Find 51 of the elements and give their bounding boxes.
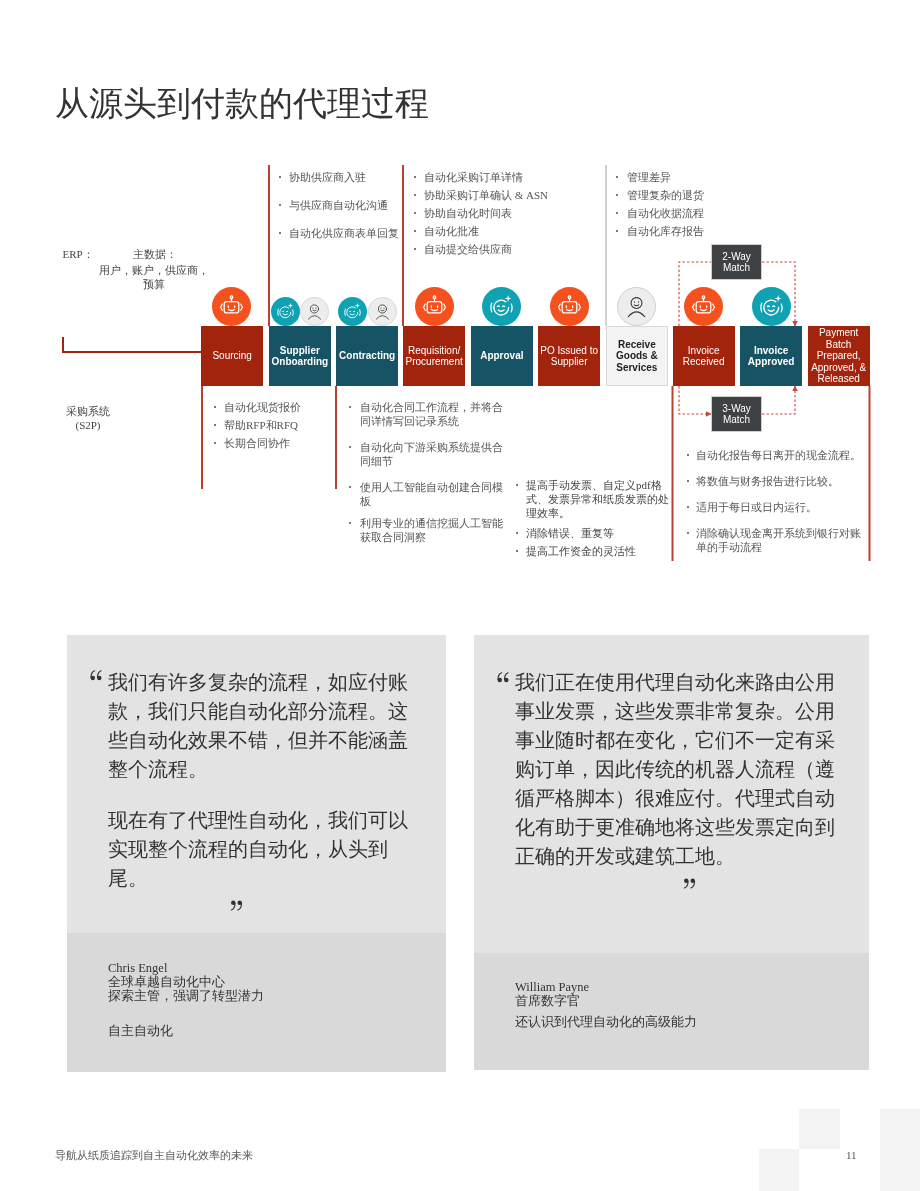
step-label: Requisition/ Procurement [405, 344, 464, 368]
match-box [711, 244, 762, 280]
step-label: Approval [480, 350, 524, 362]
process-box [268, 326, 331, 386]
dashed-arrow [761, 385, 798, 415]
step-label: Sourcing [212, 350, 252, 362]
bullet-item: 自动化供应商表单回复 [276, 226, 401, 240]
attribution-text: 自主自动化 [108, 1024, 174, 1038]
dashed-connector-line [678, 261, 712, 327]
step-label: Payment Batch Prepared, Approved, & Released [810, 327, 867, 385]
bullet-item: 提高手动发票、自定义pdf格式、发票异常和纸质发票的处理效率。 [513, 478, 670, 520]
step-label: Contracting [339, 350, 396, 362]
person-name: Chris Engel [108, 961, 168, 975]
attribution-band [474, 953, 869, 1070]
quote-card [474, 635, 869, 1070]
heading-label: 主数据： [132, 247, 178, 261]
step-label: Supplier Onboarding [270, 344, 329, 368]
box-label: 3-Way Match [721, 402, 752, 426]
step-label: Receive Goods & Services [615, 338, 659, 374]
process-box [201, 326, 264, 386]
attribution-text: 首席数字官 [515, 994, 580, 1008]
connector-line [62, 336, 202, 353]
person-name: William Payne [515, 980, 591, 994]
attribution-text: 探索主管，强调了转型潜力 [108, 989, 265, 1003]
process-box [740, 326, 803, 386]
dashed-arrow [761, 261, 798, 327]
quote-card [67, 635, 446, 1072]
attribution-text: 还认识到代理自动化的高级能力 [515, 1015, 698, 1029]
process-box [470, 326, 533, 386]
process-box [403, 326, 466, 386]
match-box [711, 396, 762, 432]
process-box [605, 326, 668, 386]
system-label: ERP： [61, 247, 95, 261]
process-box [336, 326, 399, 386]
process-box [672, 326, 735, 386]
dashed-arrow [678, 385, 712, 417]
page-number: 11 [846, 1148, 858, 1162]
step-label: Invoice Approved [746, 344, 796, 368]
page-title: 从源头到付款的代理过程 [55, 82, 430, 124]
quote-text: 我们有许多复杂的流程，如应付账款，我们只能自动化部分流程。这些自动化效果不错，但并不能涵盖整个流程。 [108, 670, 409, 782]
quote-text: 我们正在使用代理自动化来路由公用事业发票，这些发票非常复杂。公用事业随时都在变化，它们不一定有采购订单，因此传统的机器人流程（遵循严格脚本）很难应付。代理式自动化有助于更准确地将这些发票定向到正确的开发或建筑工地。 [515, 670, 836, 869]
quote-text: 现在有了代理性自动化，我们可以实现整个流程的自动化，从头到尾。 [108, 808, 409, 891]
attribution-text: 全球卓越自动化中心 [108, 975, 226, 989]
step-label: Invoice Received [681, 344, 726, 368]
step-label: PO Issued to Supplier [540, 344, 599, 368]
system-label: 采购系统 (S2P) [65, 404, 111, 432]
box-label: 2-Way Match [721, 250, 752, 274]
attribution-band [67, 933, 446, 1072]
process-box [538, 326, 601, 386]
caption-text: 用户，账户，供应商，预算 [98, 263, 210, 291]
footer-text: 导航从纸质追踪到自主自动化效率的未来 [55, 1148, 254, 1162]
